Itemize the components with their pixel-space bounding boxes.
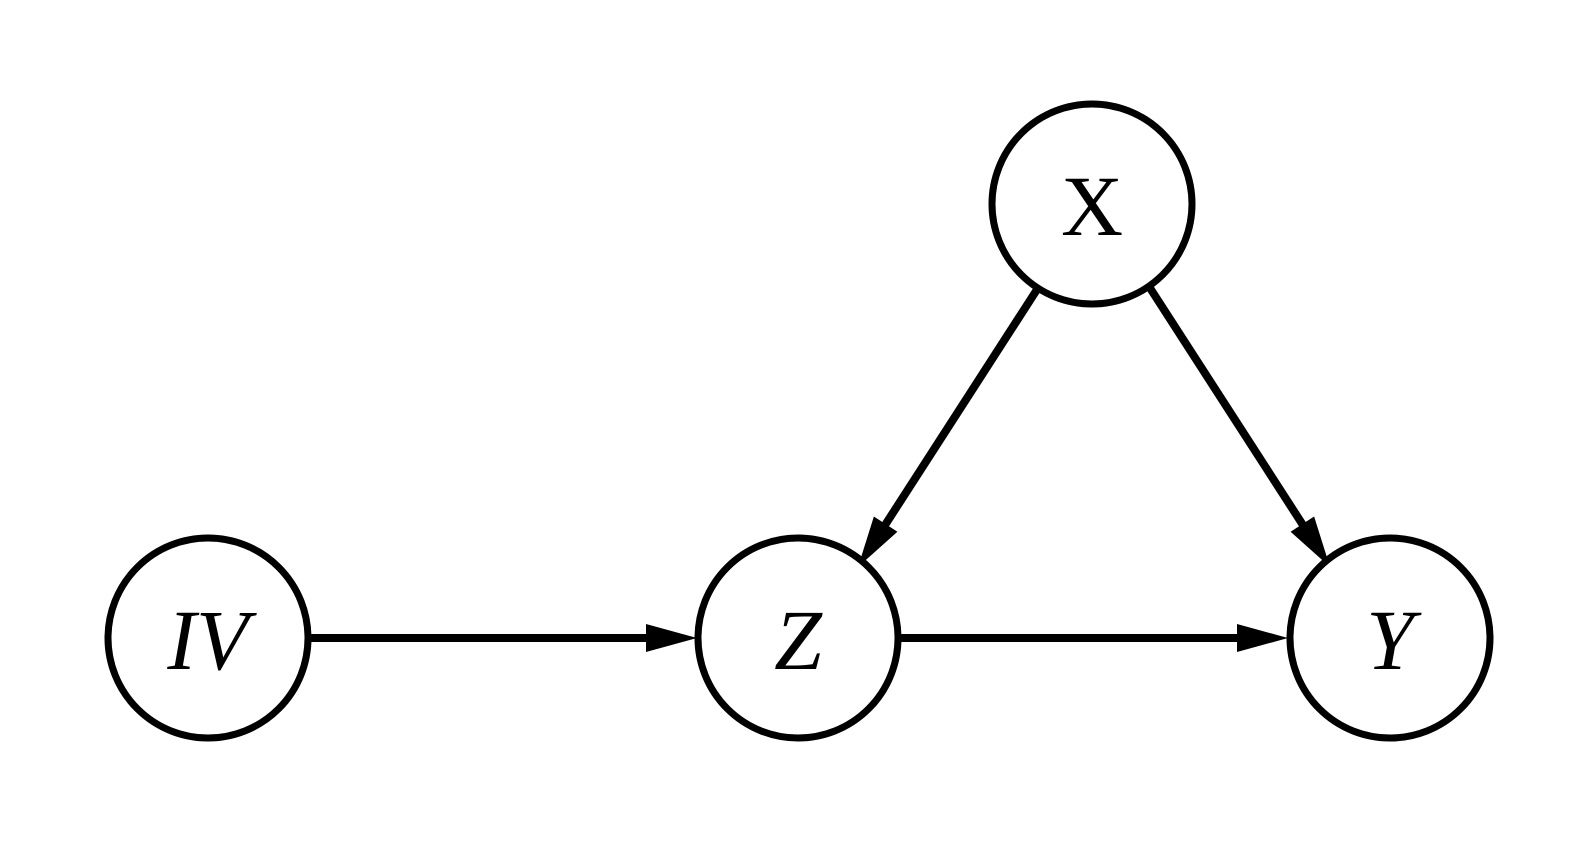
- edges-layer: [308, 285, 1330, 652]
- arrow-head-icon: [858, 516, 898, 567]
- arrow-head-icon: [1237, 624, 1288, 652]
- edge-z-to-y: [898, 624, 1288, 652]
- node-label: Y: [1366, 592, 1422, 688]
- edge-x-to-y: [1146, 285, 1330, 567]
- node-label: Z: [774, 592, 823, 688]
- arrow-head-icon: [646, 624, 697, 652]
- node-label: X: [1061, 158, 1123, 254]
- node-circle[interactable]: [988, 100, 1196, 308]
- node-x[interactable]: X: [988, 100, 1196, 308]
- node-circle[interactable]: [1286, 534, 1494, 742]
- node-circle[interactable]: [104, 534, 312, 742]
- nodes-layer: IV Z X Y: [104, 100, 1494, 742]
- node-z[interactable]: Z: [694, 534, 902, 742]
- edge-iv-to-z: [308, 624, 697, 652]
- node-y[interactable]: Y: [1286, 534, 1494, 742]
- edge-shaft: [1146, 285, 1307, 528]
- node-label: IV: [166, 592, 257, 688]
- arrow-head-icon: [1290, 516, 1330, 567]
- edge-x-to-z: [858, 285, 1042, 567]
- node-iv[interactable]: IV: [104, 534, 312, 742]
- node-circle[interactable]: [694, 534, 902, 742]
- edge-shaft: [881, 285, 1042, 528]
